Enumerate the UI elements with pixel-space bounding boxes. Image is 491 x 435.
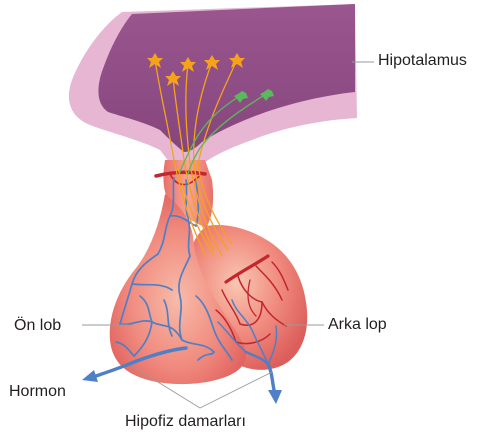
hormone-arrow-icon: [82, 370, 98, 382]
posterior-outflow-arrow-icon: [268, 390, 282, 404]
label-pituitary-vessels: Hipofiz damarları: [125, 414, 246, 430]
label-anterior-lobe: Ön lob: [14, 318, 61, 334]
label-hypothalamus: Hipotalamus: [378, 53, 467, 69]
hypothalamus: [69, 4, 357, 176]
label-posterior-lobe: Arka lop: [328, 317, 387, 333]
label-hormone: Hormon: [9, 384, 66, 400]
